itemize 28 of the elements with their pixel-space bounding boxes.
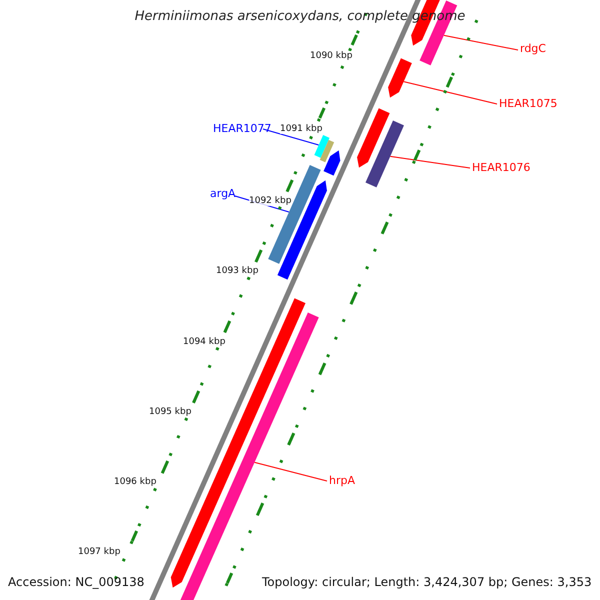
gene-block — [277, 180, 327, 280]
leader-line — [254, 462, 328, 482]
tick-label: 1094 kbp — [183, 337, 226, 347]
leader-line — [403, 81, 498, 104]
footer-text: Topology: circular; Length: 3,424,307 bp; Genes: 3,353 — [262, 575, 592, 589]
gene-block — [314, 135, 330, 158]
footer-text: Accession: NC_009138 — [8, 575, 144, 589]
tick-label: 1095 kbp — [149, 407, 192, 417]
gene-label: HEAR1077 — [213, 122, 272, 135]
gene-block — [320, 140, 334, 162]
gene-label: HEAR1076 — [472, 161, 530, 174]
tick-label: 1090 kbp — [310, 51, 352, 61]
gene-label: hrpA — [329, 474, 356, 487]
diagram-title: Herminiimonas arsenicoxydans, complete genome — [134, 9, 466, 24]
tick-label: 1091 kbp — [280, 124, 322, 134]
gene-block — [366, 120, 404, 188]
tick-label: 1096 kbp — [114, 477, 156, 487]
gene-label: argA — [210, 187, 236, 200]
leader-line — [443, 34, 518, 50]
leader-line — [390, 156, 470, 168]
gene-block — [388, 58, 412, 98]
tick-label: 1093 kbp — [216, 266, 258, 276]
gene-label: rdgC — [520, 42, 546, 55]
gene-label: HEAR1075 — [499, 97, 558, 110]
tick-label: 1092 kbp — [249, 196, 292, 206]
gene-block — [357, 108, 390, 168]
tick-label: 1097 kbp — [78, 547, 120, 557]
gene-block — [324, 150, 340, 176]
